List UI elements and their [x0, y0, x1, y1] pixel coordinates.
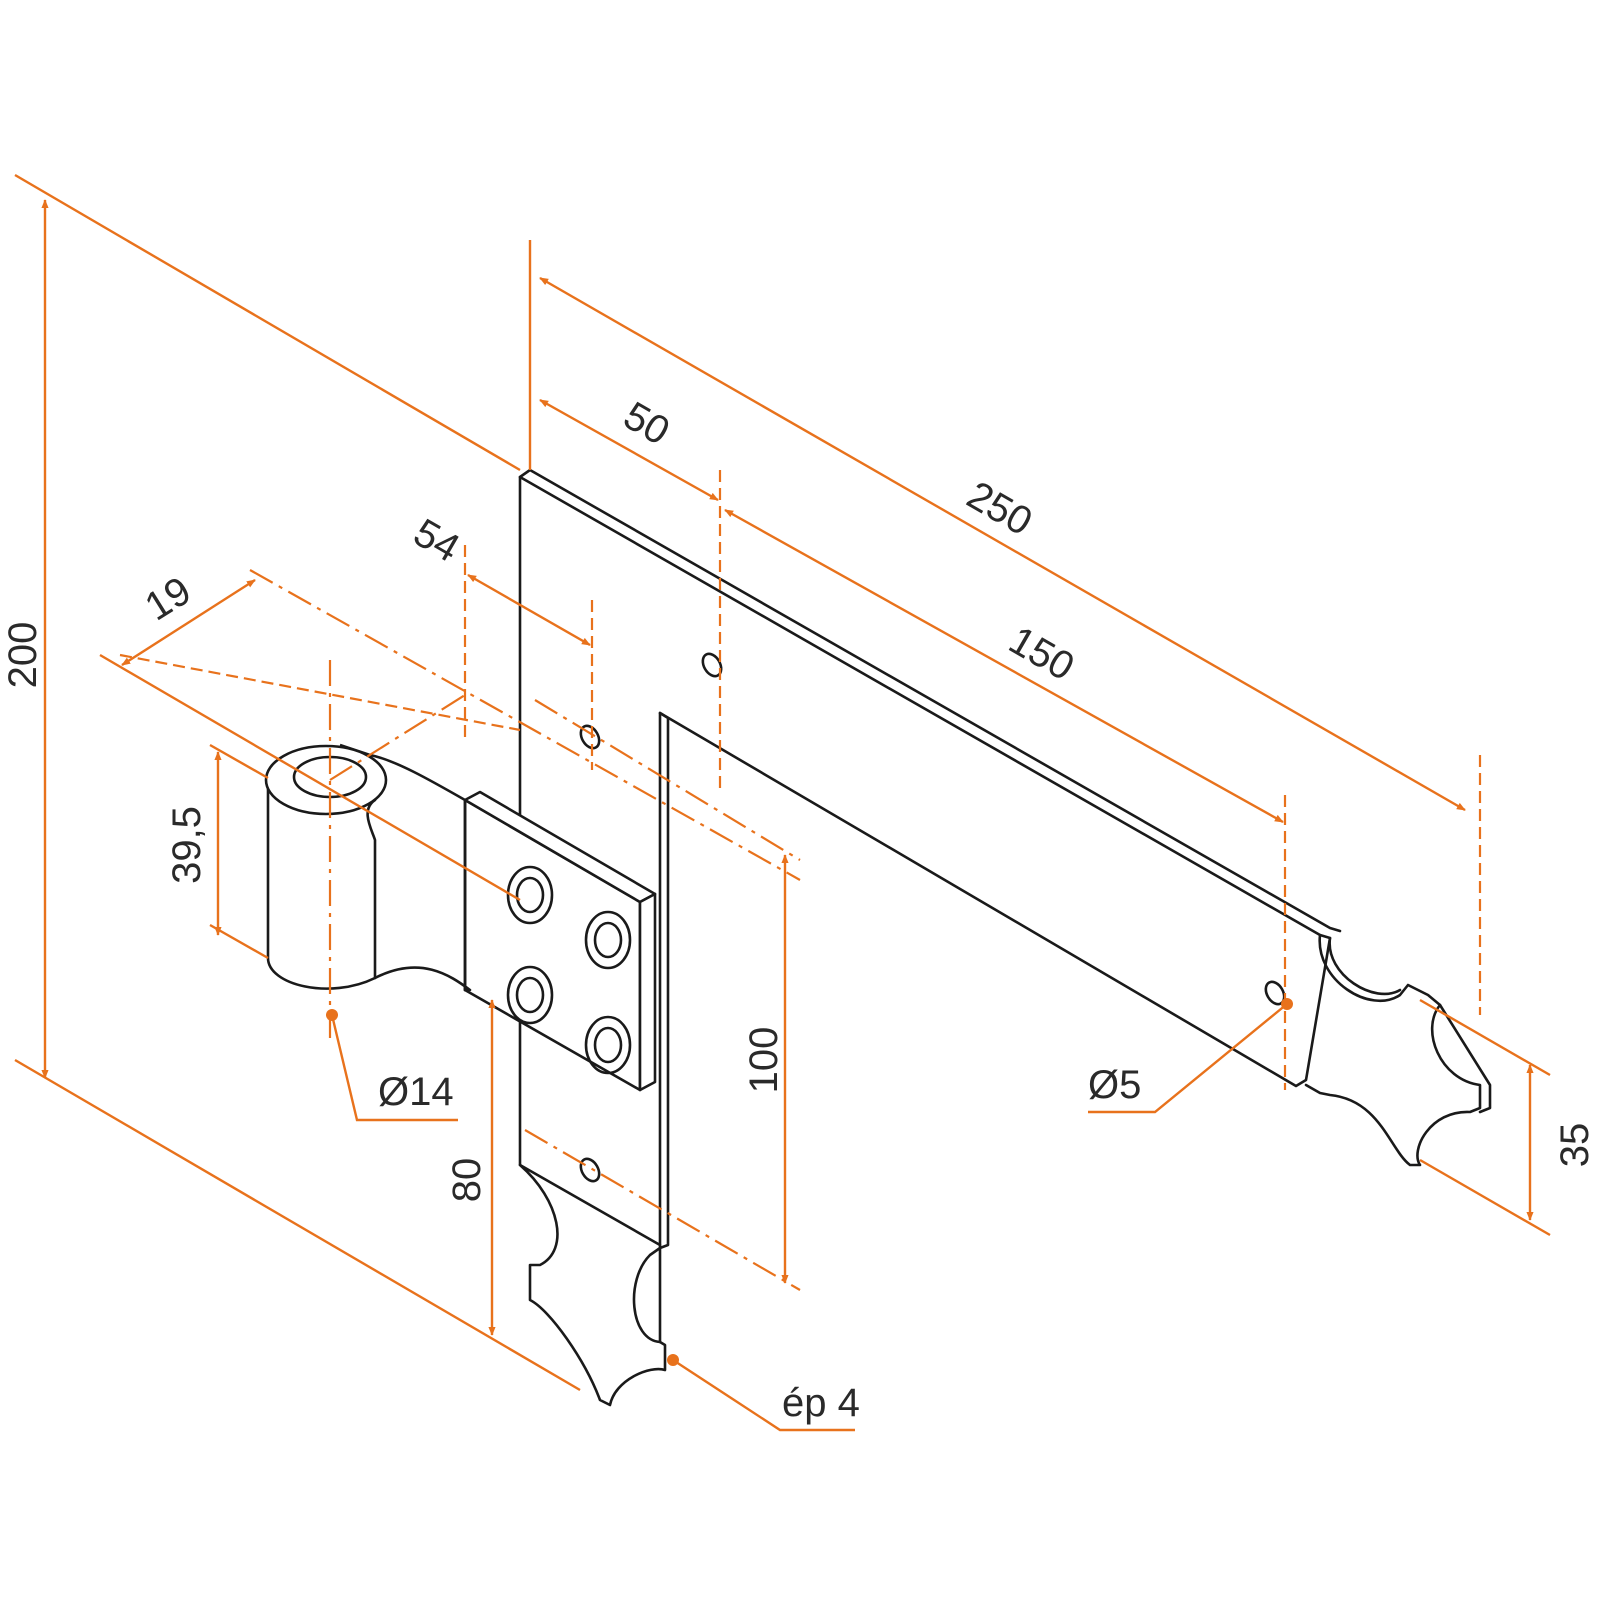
bolt-4	[584, 1015, 632, 1075]
hole-lower	[579, 1157, 601, 1183]
strap-end-ornament-edge	[1328, 936, 1402, 996]
dimension-labels: 200 250 50 150 54 19 39,5 100 80 35 Ø14 …	[1, 394, 1597, 1425]
label-strap-length: 250	[960, 473, 1040, 544]
strap-end-tip	[1438, 1003, 1492, 1114]
label-strap-width: 35	[1553, 1123, 1597, 1168]
dim-50-line	[539, 398, 719, 502]
label-overall-height: 200	[1, 622, 45, 689]
label-first-hole-offset: 50	[616, 394, 677, 454]
dim-150-line	[724, 508, 1284, 824]
plate-lower-ornament	[518, 1163, 667, 1407]
label-pin-diameter: Ø14	[378, 1070, 454, 1114]
dim-19-line	[121, 578, 256, 667]
label-plate-offset: 54	[406, 511, 467, 571]
bolt-3	[506, 965, 554, 1025]
dimension-lines	[41, 199, 1534, 1336]
label-pin-offset: 19	[138, 569, 199, 630]
leaders	[326, 998, 1293, 1432]
long-strap-face	[518, 475, 1332, 1247]
label-hole-spacing: 150	[1002, 618, 1082, 689]
label-hole-diameter: Ø5	[1088, 1063, 1141, 1107]
strap-end-ornament	[1304, 933, 1482, 1167]
dim-250-line	[539, 276, 1466, 812]
label-lower-hole: 80	[445, 1158, 489, 1203]
leaf-plate-side	[638, 892, 657, 1092]
knuckle-seam	[366, 798, 467, 992]
bolt-1	[506, 865, 554, 925]
hinge-part	[264, 468, 1492, 1407]
label-thickness: ép 4	[782, 1381, 860, 1425]
dim-54-line	[467, 573, 591, 647]
hole-end	[1264, 980, 1286, 1006]
label-plate-height: 100	[742, 1027, 786, 1094]
bolt-2	[584, 910, 632, 970]
label-knuckle-height: 39,5	[165, 806, 209, 884]
